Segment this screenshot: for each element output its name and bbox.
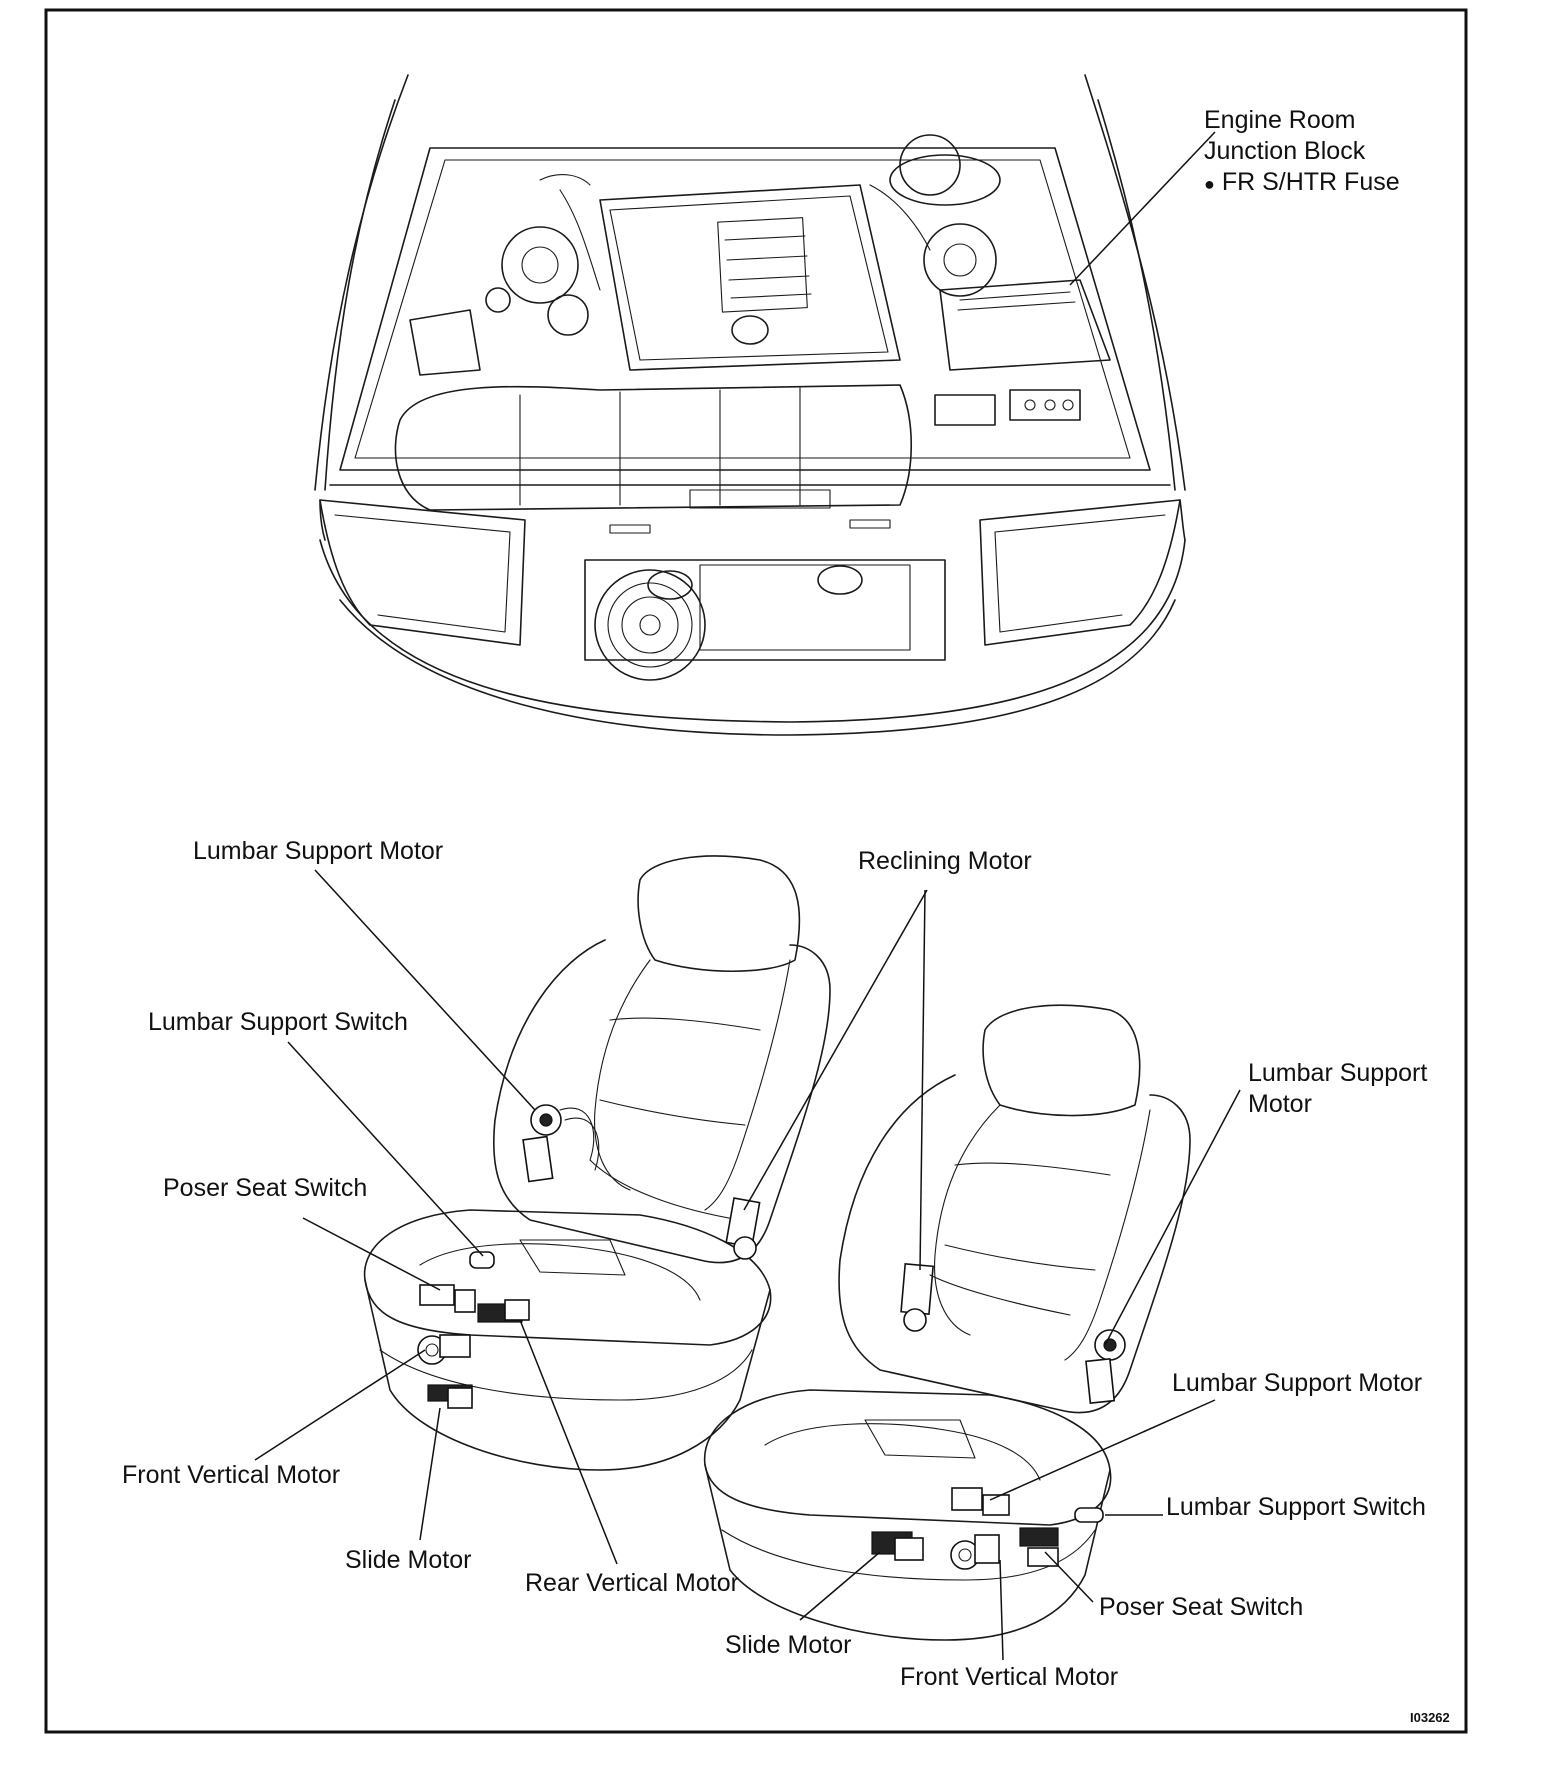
label-right-poser-seat-switch: Poser Seat Switch [1099, 1593, 1304, 1621]
label-right-lumbar-support-motor-line1: Lumbar Support [1248, 1059, 1428, 1087]
label-engine-room-junction-block: Engine Room Junction Block ● FR S/HTR Fu… [1204, 105, 1400, 200]
leader-lines [254, 869, 1241, 1661]
left-seat-illustration [363, 855, 831, 1471]
label-right-front-vertical-motor: Front Vertical Motor [900, 1663, 1119, 1691]
leader-engine-room [1069, 131, 1216, 286]
label-reclining-motor: Reclining Motor [858, 847, 1032, 875]
label-left-poser-seat-switch: Poser Seat Switch [163, 1174, 368, 1202]
label-right-lumbar-support-motor-line2: Motor [1248, 1090, 1312, 1118]
label-fr-s-htr-fuse-text: FR S/HTR Fuse [1221, 168, 1400, 196]
label-left-lumbar-support-switch: Lumbar Support Switch [148, 1008, 408, 1036]
figure-border [44, 8, 1468, 1734]
bullet-icon: ● [1204, 174, 1215, 194]
engine-bay-illustration [314, 74, 1186, 736]
label-fr-s-htr-fuse: ● FR S/HTR Fuse [1204, 167, 1400, 200]
label-engine-room-line1: Engine Room [1204, 106, 1356, 134]
label-right-lumbar-support-motor-lower: Lumbar Support Motor [1172, 1369, 1423, 1397]
label-left-lumbar-support-motor: Lumbar Support Motor [193, 837, 444, 865]
label-right-lumbar-support-switch: Lumbar Support Switch [1166, 1493, 1426, 1521]
label-right-lumbar-support-motor-upper: Lumbar Support Motor [1248, 1058, 1427, 1120]
label-left-slide-motor: Slide Motor [345, 1546, 472, 1574]
label-right-slide-motor: Slide Motor [725, 1631, 852, 1659]
label-rear-vertical-motor: Rear Vertical Motor [525, 1569, 739, 1597]
label-engine-room-line2: Junction Block [1204, 137, 1366, 165]
figure-id: I03262 [1410, 1710, 1450, 1725]
right-seat-illustration [703, 1004, 1191, 1641]
label-left-front-vertical-motor: Front Vertical Motor [122, 1461, 341, 1489]
